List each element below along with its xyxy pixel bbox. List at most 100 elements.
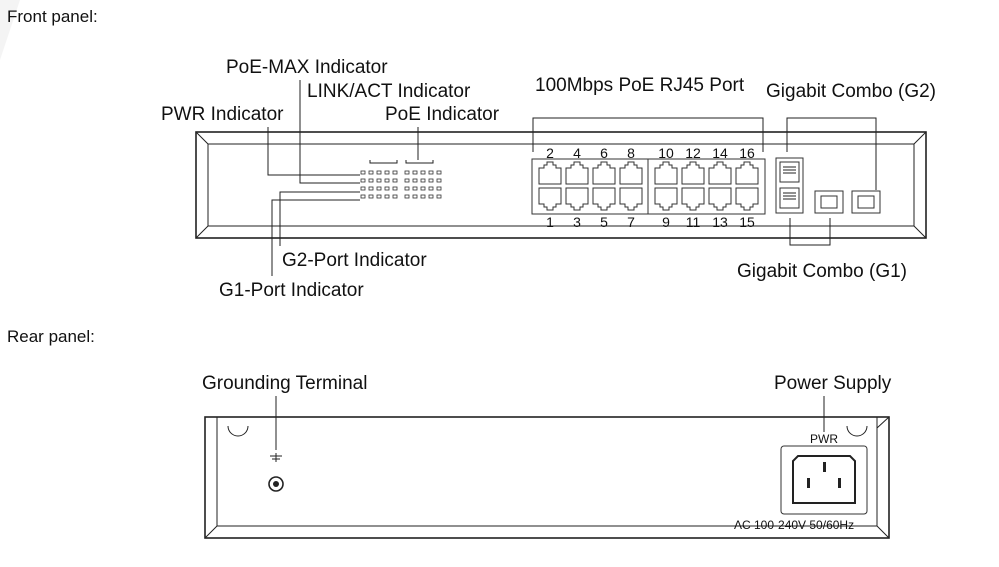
label-gigabit-combo-g1: Gigabit Combo (G1) xyxy=(737,261,907,282)
rj45-port xyxy=(619,187,643,211)
port-number: 5 xyxy=(600,214,608,230)
leader-combo-g1-bracket xyxy=(789,218,831,246)
indicator-led xyxy=(368,186,374,191)
front-panel-chassis xyxy=(195,131,927,239)
indicator-led xyxy=(368,170,374,175)
rj45-port xyxy=(619,161,643,185)
port-number: 6 xyxy=(600,145,608,161)
leader-g1-port-indicator xyxy=(271,199,360,276)
indicator-led xyxy=(412,178,418,183)
top-port-numbers: 2 4 6 8 10 12 14 16 xyxy=(546,145,755,161)
indicator-led xyxy=(428,178,434,183)
label-pwr-indicator: PWR Indicator xyxy=(161,104,284,125)
leader-rj45-bracket xyxy=(532,117,764,152)
label-gigabit-combo-g2: Gigabit Combo (G2) xyxy=(766,81,936,102)
rj45-port xyxy=(681,187,705,211)
grounding-terminal xyxy=(268,453,284,492)
port-number: 16 xyxy=(739,145,755,161)
indicator-led xyxy=(360,194,366,199)
indicator-led xyxy=(404,194,410,199)
combo-copper-pins xyxy=(783,166,796,174)
indicator-led xyxy=(404,186,410,191)
rj45-port xyxy=(654,161,678,185)
sfp-port-g1-inner xyxy=(820,195,838,209)
port-number: 14 xyxy=(712,145,728,161)
rj45-port xyxy=(735,161,759,185)
indicator-led xyxy=(404,170,410,175)
leader-link-act-indicator xyxy=(299,80,360,184)
rear-chassis-bevels xyxy=(204,416,890,539)
indicator-led xyxy=(420,170,426,175)
indicator-led xyxy=(428,186,434,191)
label-power-supply: Power Supply xyxy=(774,373,892,394)
indicator-led xyxy=(360,170,366,175)
rear-chassis-outer xyxy=(204,416,890,539)
rj45-ports xyxy=(538,159,759,214)
indicator-led xyxy=(360,178,366,183)
rear-panel-chassis xyxy=(204,416,890,539)
combo-copper-port-g2 xyxy=(779,161,800,183)
port-number: 4 xyxy=(573,145,581,161)
socket-pin-left xyxy=(807,478,810,488)
label-grounding-terminal: Grounding Terminal xyxy=(202,373,367,394)
front-leader-lines xyxy=(267,80,877,276)
port-number: 15 xyxy=(739,214,755,230)
port-number: 7 xyxy=(627,214,635,230)
indicator-led xyxy=(376,186,382,191)
rj45-port xyxy=(592,161,616,185)
pwr-mark-label: PWR xyxy=(810,432,838,446)
label-g2-port-indicator: G2-Port Indicator xyxy=(282,250,427,271)
rj45-port xyxy=(708,187,732,211)
port-number: 2 xyxy=(546,145,554,161)
indicator-led xyxy=(404,178,410,183)
indicator-led xyxy=(420,178,426,183)
label-poe-max-indicator: PoE-MAX Indicator xyxy=(226,57,388,78)
label-g1-port-indicator: G1-Port Indicator xyxy=(219,280,364,301)
port-number: 1 xyxy=(546,214,554,230)
rear-mount-notch-right xyxy=(846,425,868,437)
rear-leader-lines xyxy=(275,396,825,450)
power-rating-label: AC 100-240V 50/60Hz xyxy=(734,518,854,532)
port-number: 10 xyxy=(658,145,674,161)
leader-poe-bracket xyxy=(405,160,434,164)
power-socket-frame xyxy=(780,445,868,515)
indicator-led xyxy=(436,194,442,199)
port-number: 11 xyxy=(686,214,701,230)
indicator-led xyxy=(436,178,442,183)
rj45-port xyxy=(538,187,562,211)
rear-chassis-inner xyxy=(216,417,878,527)
port-number: 9 xyxy=(662,214,670,230)
indicator-led xyxy=(412,186,418,191)
front-panel-title: Front panel: xyxy=(7,7,98,26)
indicator-led xyxy=(376,170,382,175)
gigabit-combo-copper-ports xyxy=(775,157,804,214)
ground-screw-outer xyxy=(268,476,284,492)
iec-c14-socket-icon xyxy=(792,455,856,504)
rear-panel-title: Rear panel: xyxy=(7,327,95,346)
socket-pin-right xyxy=(838,478,841,488)
indicator-led xyxy=(420,194,426,199)
port-number: 12 xyxy=(685,145,701,161)
sfp-ports xyxy=(814,190,881,214)
indicator-led xyxy=(360,186,366,191)
indicator-led xyxy=(384,178,390,183)
port-number: 13 xyxy=(712,214,728,230)
indicator-led xyxy=(412,170,418,175)
rear-mount-notch-left xyxy=(227,425,249,437)
rj45-port xyxy=(708,161,732,185)
indicator-led xyxy=(428,170,434,175)
indicator-led xyxy=(436,186,442,191)
front-chassis-bevels xyxy=(195,131,927,239)
indicator-led xyxy=(392,186,398,191)
combo-copper-port-g1 xyxy=(779,187,800,209)
rj45-port xyxy=(654,187,678,211)
rj45-port xyxy=(735,187,759,211)
indicator-led xyxy=(420,186,426,191)
label-link-act-indicator: LINK/ACT Indicator xyxy=(307,81,471,102)
indicator-led xyxy=(392,194,398,199)
indicator-led xyxy=(384,194,390,199)
leader-g2-port-indicator xyxy=(279,191,360,246)
port-number: 3 xyxy=(573,214,581,230)
leader-poe-max-bracket xyxy=(369,160,398,164)
